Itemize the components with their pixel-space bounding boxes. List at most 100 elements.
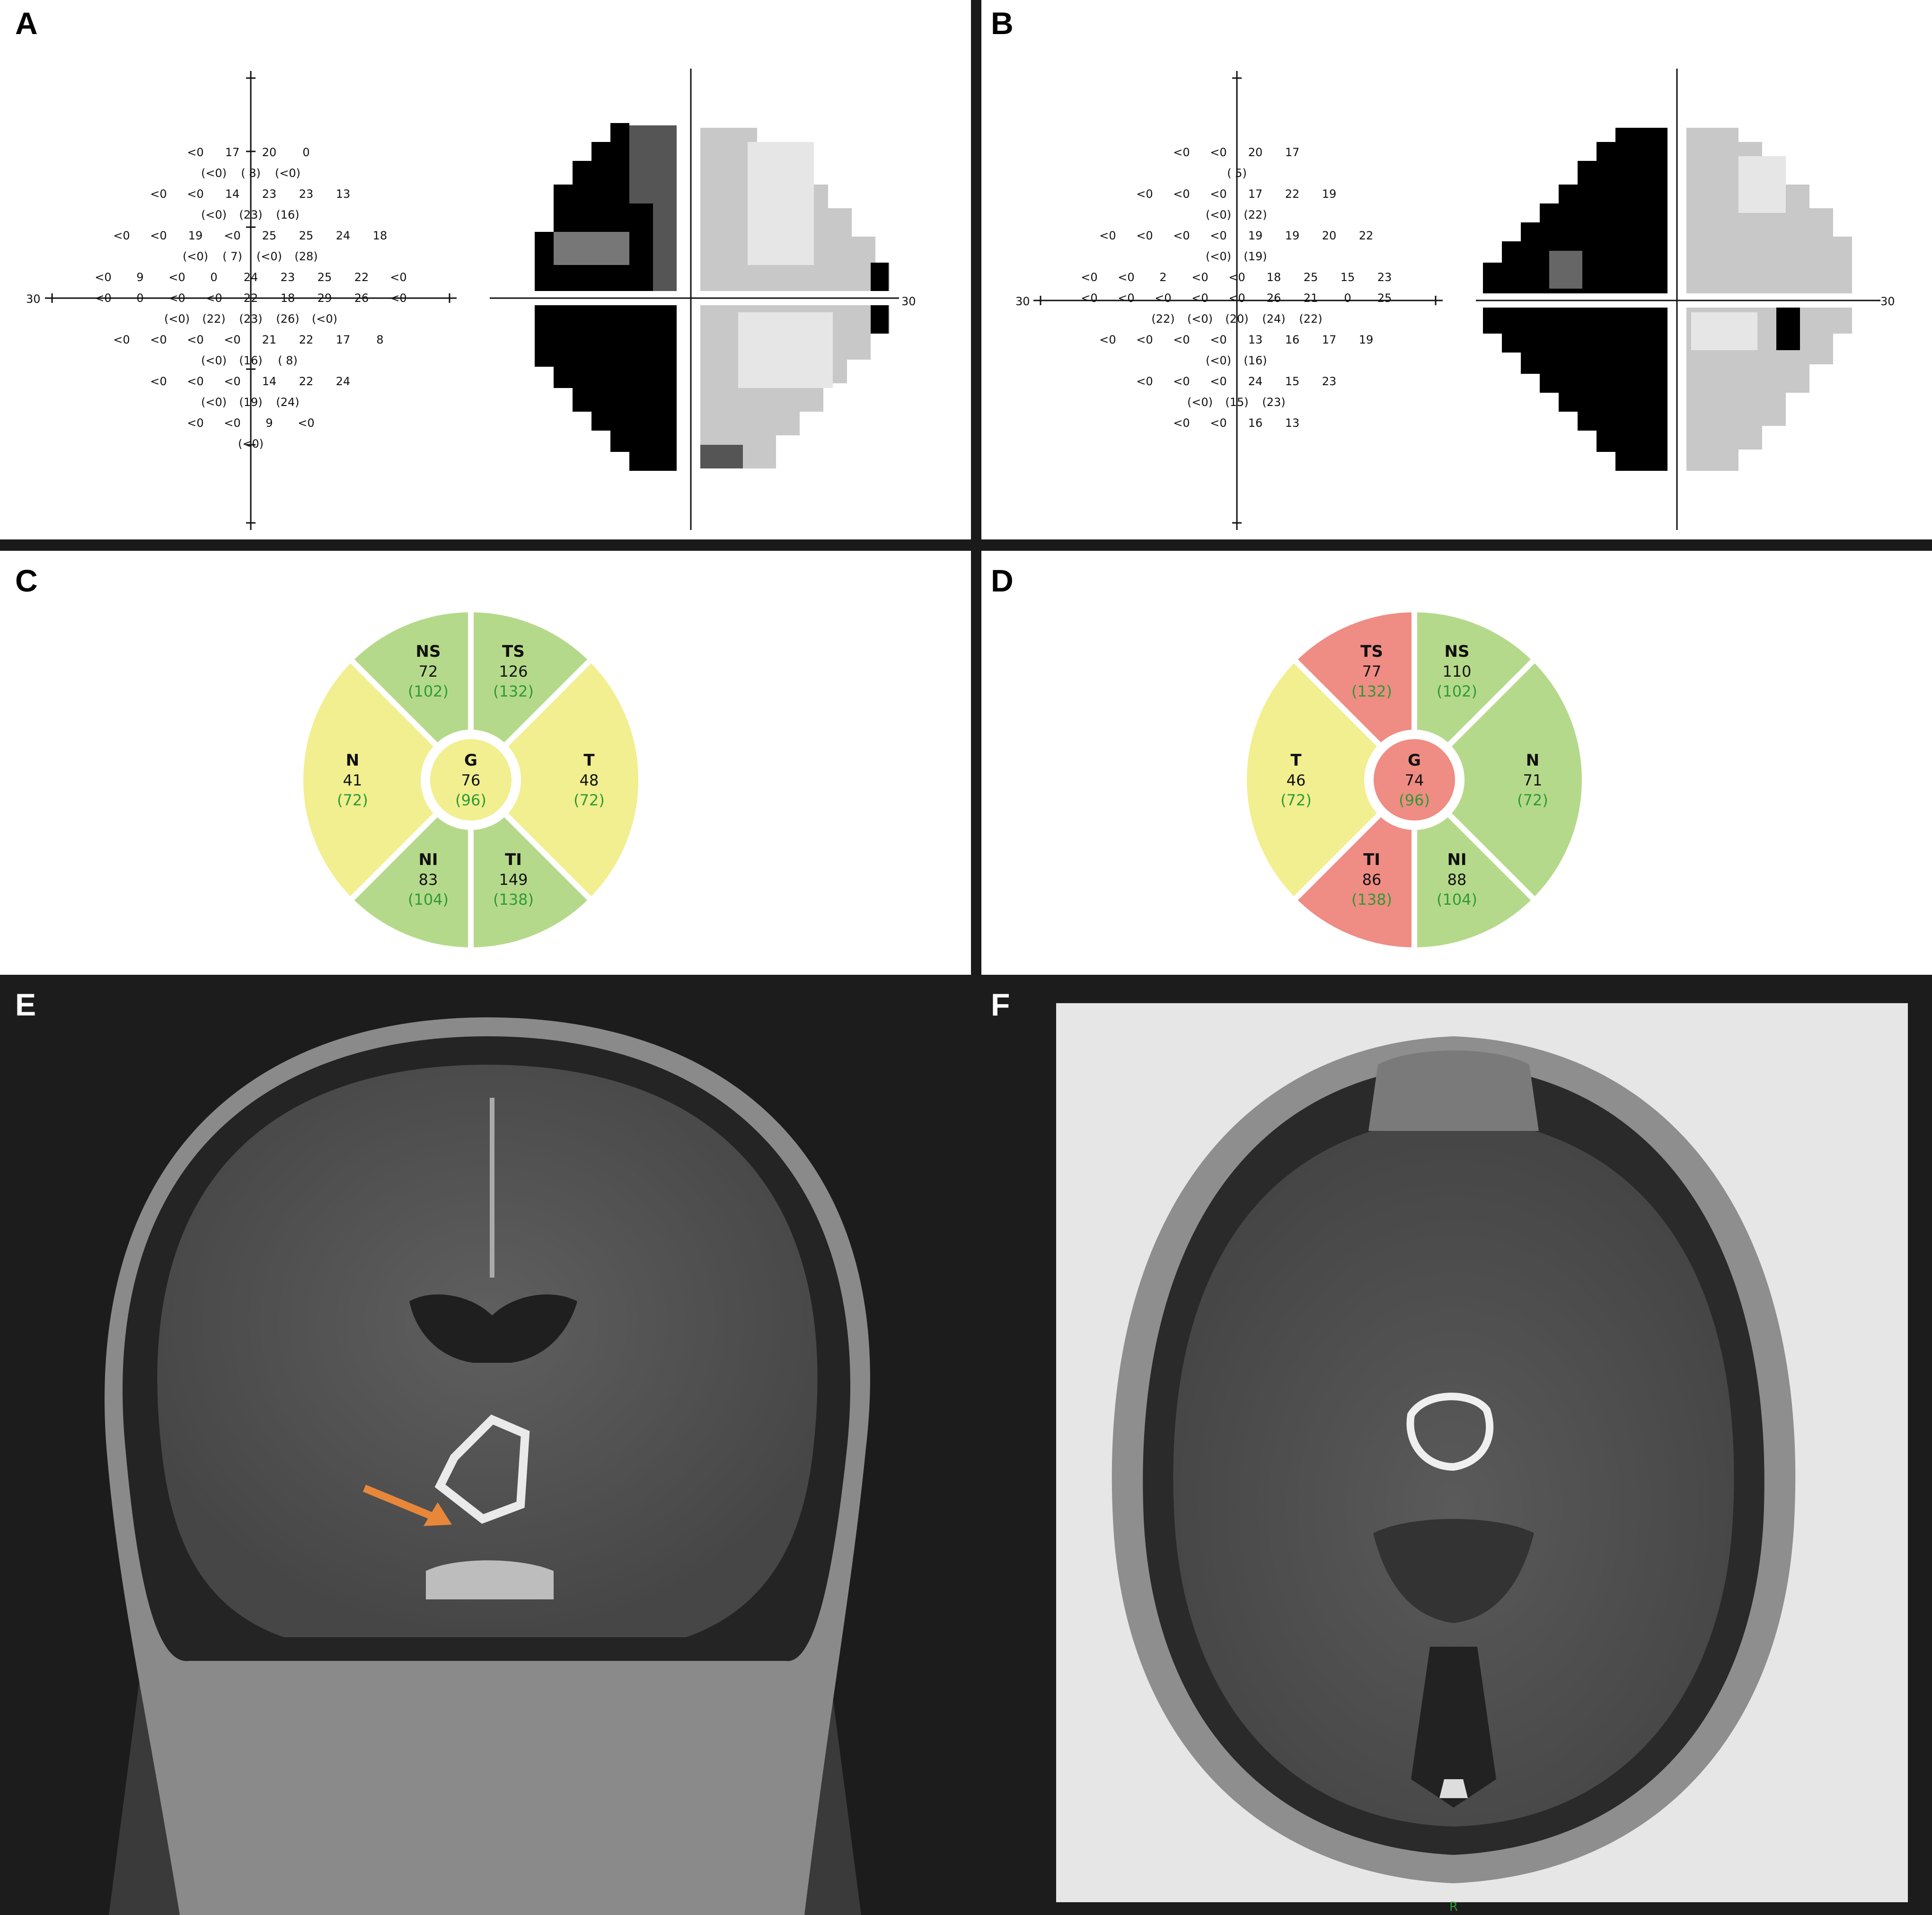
vf-value: 23: [299, 187, 314, 201]
panel-label-d: D: [991, 563, 1014, 598]
vf-value: <0: [1191, 291, 1208, 305]
sector-ns: [346, 606, 474, 750]
vf-value: <0: [1099, 229, 1116, 242]
vf-value: 2: [1159, 271, 1166, 284]
sector-label-ti: 149: [499, 871, 528, 889]
sector-label-ti: TI: [1363, 850, 1380, 869]
vf-value: (19): [1244, 250, 1267, 263]
divider-vertical: [971, 0, 981, 975]
vf-value: (<0): [201, 167, 227, 180]
vf-value: (24): [276, 396, 299, 409]
vf-value: 19: [1285, 229, 1300, 242]
sector-label-ti: 86: [1362, 871, 1382, 889]
vf-value: <0: [1173, 375, 1190, 388]
vf-value: <0: [1210, 333, 1226, 346]
sector-label-ti: TI: [505, 850, 522, 869]
rnfl-sector-chart-d: TS77(132)NS110(102)T46(72)N71(72)G74(96)…: [1241, 606, 1588, 953]
vf-value: <0: [1155, 291, 1171, 305]
sector-ni: [346, 809, 474, 953]
vf-value: 0: [136, 291, 143, 305]
vf-value: 23: [1377, 271, 1392, 284]
vf-value: ( 8): [278, 354, 298, 367]
vf-value: (<0): [164, 312, 190, 326]
vf-value: 17: [1285, 146, 1300, 159]
axial-mri-image: R: [1056, 1003, 1908, 1914]
vf-value: 26: [1267, 291, 1281, 305]
sector-label-ts: 77: [1362, 662, 1382, 680]
sector-label-ni: 83: [419, 871, 438, 889]
sector-label-ti: (138): [493, 891, 534, 909]
vf-value: 23: [262, 187, 277, 201]
vf-value: (<0): [238, 437, 264, 450]
vf-value: (22): [202, 312, 225, 326]
vf-value: 18: [373, 229, 388, 242]
vf-value: 14: [262, 375, 277, 388]
numeric-field-ticks: [1040, 77, 1437, 524]
vf-value: <0: [1136, 229, 1153, 242]
vf-value: (<0): [201, 208, 227, 221]
sector-ti: [1289, 809, 1417, 953]
vf-value: <0: [1228, 291, 1245, 305]
vf-value: <0: [113, 333, 130, 346]
vf-value: 9: [265, 416, 273, 430]
vf-value: <0: [1081, 271, 1097, 284]
vf-value: (23): [239, 208, 262, 221]
sector-label-g: (96): [1399, 791, 1430, 809]
vf-value: ( 5): [1227, 167, 1247, 180]
vf-value: 14: [225, 187, 240, 201]
sector-t: [1241, 655, 1385, 905]
sector-label-t: (72): [1280, 791, 1312, 809]
vf-value: (24): [1262, 312, 1285, 326]
vf-value: 24: [336, 229, 351, 242]
vf-value: 24: [336, 375, 351, 388]
vf-value: (<0): [201, 396, 227, 409]
vf-value: 23: [1322, 375, 1337, 388]
sector-t: [500, 655, 644, 905]
vf-value: (28): [294, 250, 318, 263]
vf-value: (<0): [275, 167, 300, 180]
sector-ti: [468, 809, 596, 953]
sector-g: [424, 733, 517, 826]
vf-value: (<0): [201, 354, 227, 367]
vf-value: <0: [113, 229, 130, 242]
orientation-marker: R: [1449, 1900, 1458, 1914]
vf-value: <0: [1210, 229, 1226, 242]
sector-label-ti: (138): [1351, 891, 1392, 909]
axis-label-right: 30: [1880, 295, 1895, 308]
vf-value: (22): [1151, 312, 1174, 326]
vf-value: 20: [262, 146, 277, 159]
vf-value: 0: [210, 271, 217, 284]
vf-value: 19: [1322, 187, 1337, 201]
panel-e: E: [0, 975, 971, 1915]
vf-value: <0: [1173, 187, 1190, 201]
sector-label-t: 46: [1287, 771, 1306, 789]
sector-label-g: G: [464, 751, 477, 770]
sector-ts: [468, 606, 596, 750]
vf-value: 15: [1341, 271, 1355, 284]
vf-value: (22): [1299, 312, 1322, 326]
vf-value: 13: [1285, 416, 1300, 430]
vf-value: (16): [1244, 354, 1267, 367]
vf-value: <0: [95, 291, 111, 305]
vf-value: <0: [1136, 333, 1153, 346]
vf-value: (<0): [1187, 312, 1213, 326]
vf-value: 19: [188, 229, 203, 242]
sector-label-ns: (102): [1437, 682, 1477, 700]
vf-value: 22: [299, 333, 314, 346]
vf-value: 8: [376, 333, 383, 346]
vf-value: 17: [336, 333, 351, 346]
sector-n: [1444, 655, 1588, 905]
vf-value: 13: [1248, 333, 1263, 346]
vf-value: (<0): [312, 312, 337, 326]
sector-label-ns: 110: [1442, 662, 1471, 680]
vf-value: 16: [1285, 333, 1300, 346]
sector-ts: [1289, 606, 1417, 750]
sector-label-ts: TS: [1360, 642, 1383, 661]
sector-label-t: (72): [573, 791, 605, 809]
vf-value: 29: [318, 291, 332, 305]
vf-value: <0: [187, 333, 203, 346]
vf-value: 17: [1248, 187, 1263, 201]
vf-value: 16: [1248, 416, 1263, 430]
vf-value: 22: [1285, 187, 1300, 201]
